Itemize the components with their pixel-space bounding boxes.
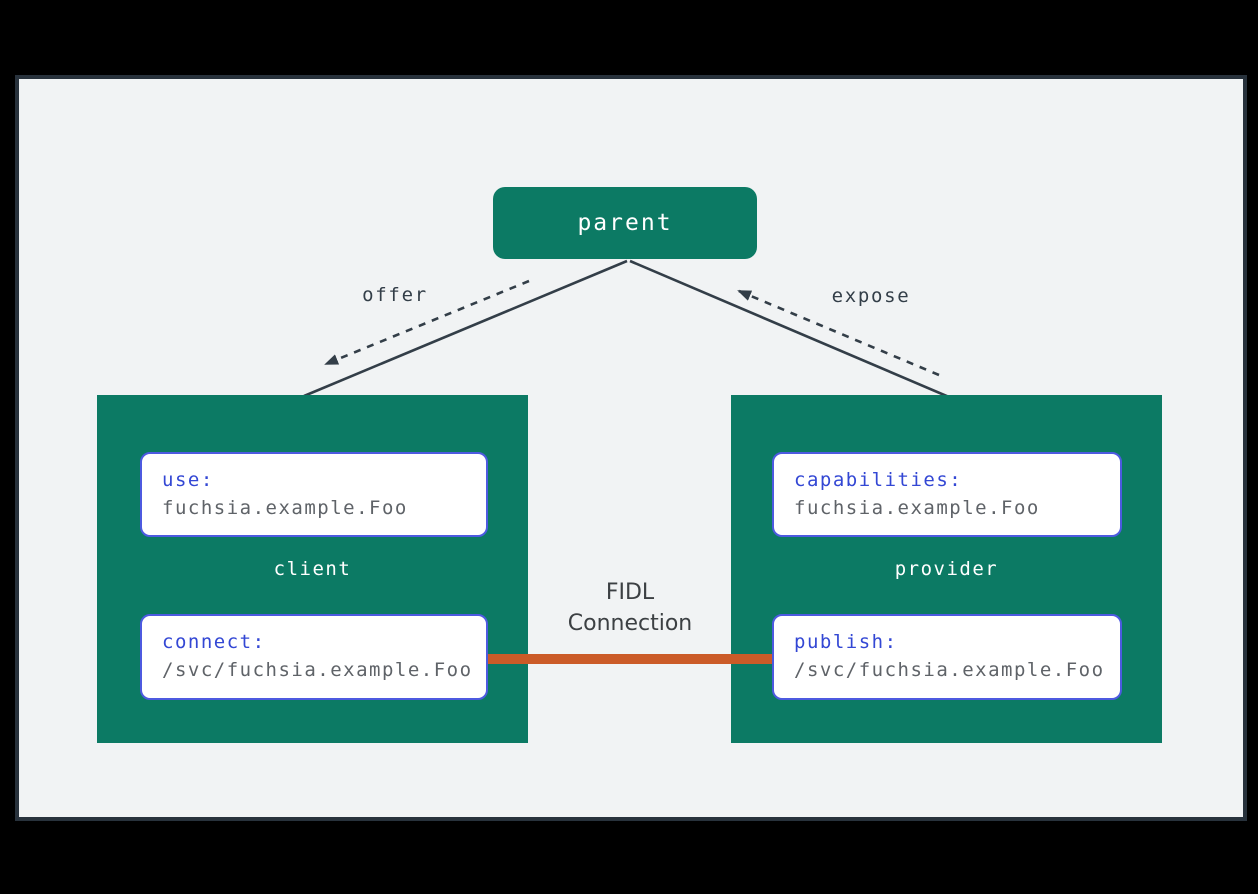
fidl-connection-line: [488, 654, 772, 664]
use-value: fuchsia.example.Foo: [162, 497, 408, 519]
use-box: use: fuchsia.example.Foo: [140, 452, 488, 537]
publish-keyword: publish:: [794, 631, 898, 653]
fidl-label-line2: Connection: [567, 611, 693, 636]
connect-box: connect: /svc/fuchsia.example.Foo: [140, 614, 488, 700]
provider-label: provider: [894, 558, 999, 580]
capabilities-value: fuchsia.example.Foo: [794, 497, 1040, 519]
parent-label: parent: [577, 210, 673, 236]
publish-box: publish: /svc/fuchsia.example.Foo: [772, 614, 1122, 700]
use-keyword: use:: [162, 469, 214, 491]
offer-label: offer: [362, 284, 428, 306]
connect-value: /svc/fuchsia.example.Foo: [162, 659, 473, 681]
expose-label: expose: [831, 285, 911, 307]
fidl-connection-label: FIDL Connection: [568, 577, 692, 639]
connect-keyword: connect:: [162, 631, 266, 653]
client-label: client: [273, 558, 352, 580]
provider-component: capabilities: fuchsia.example.Foo provid…: [731, 395, 1162, 743]
fidl-label-line1: FIDL: [605, 580, 655, 605]
publish-value: /svc/fuchsia.example.Foo: [794, 659, 1105, 681]
parent-component: parent: [493, 187, 757, 259]
client-component: use: fuchsia.example.Foo client connect:…: [97, 395, 528, 743]
capabilities-box: capabilities: fuchsia.example.Foo: [772, 452, 1122, 537]
capabilities-keyword: capabilities:: [794, 469, 963, 491]
